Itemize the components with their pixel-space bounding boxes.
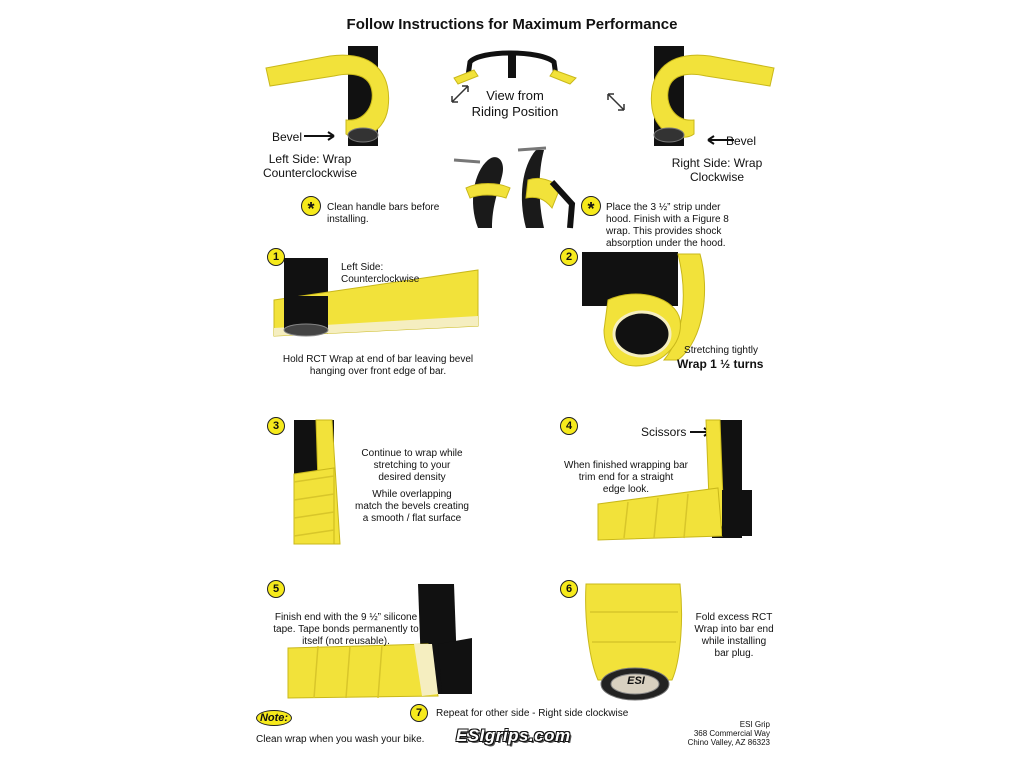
arrow-icon <box>707 135 734 145</box>
esigrips-logo: ESIgrips.com <box>456 726 571 745</box>
step-1-illustration <box>273 258 479 337</box>
step-7-badge: 7 <box>410 704 428 722</box>
step-6-badge: 6 <box>560 580 578 598</box>
double-arrow-icon <box>451 85 469 103</box>
strip-tip-text: Place the 3 ½” strip under hood. Finish … <box>606 202 729 249</box>
right-side-wrap-illustration <box>650 46 775 146</box>
step-2-bold-text: Wrap 1 ½ turns <box>677 357 764 371</box>
step-2-illustration <box>582 252 706 367</box>
step-4-text: When finished wrapping bar trim end for … <box>564 460 688 495</box>
handlebar-front-view-illustration <box>453 50 577 85</box>
view-from-label: View from Riding Position <box>471 88 559 119</box>
step-1-badge: 1 <box>267 248 285 266</box>
clean-tip-text: Clean handle bars before installing. <box>327 202 440 225</box>
star-icon: * <box>301 196 321 218</box>
star-icon: * <box>581 196 601 218</box>
step-6-text: Fold excess RCT Wrap into bar end while … <box>694 612 774 659</box>
step-3-text: Continue to wrap while stretching to you… <box>361 448 463 483</box>
step-4-badge: 4 <box>560 417 578 435</box>
step-5-badge: 5 <box>267 580 285 598</box>
step-3-badge: 3 <box>267 417 285 435</box>
step-1-label: Left Side: Counterclockwise <box>341 262 420 285</box>
double-arrow-icon <box>607 93 625 111</box>
step-5-illustration <box>287 584 472 699</box>
note-badge: Note: <box>256 710 292 726</box>
brake-hood-illustration <box>453 146 576 229</box>
left-side-label: Left Side: Wrap Counterclockwise <box>262 152 358 180</box>
company-address: ESI Grip 368 Commercial Way Chino Valley… <box>687 720 770 747</box>
step-2-badge: 2 <box>560 248 578 266</box>
step-2-text: Stretching tightly <box>684 345 758 356</box>
step-7-text: Repeat for other side - Right side clock… <box>436 708 629 719</box>
left-bevel-label: Bevel <box>272 130 303 144</box>
step-4-illustration <box>597 419 752 541</box>
arrow-icon <box>304 131 335 141</box>
bar-plug-logo: ESI <box>627 675 645 687</box>
step-3-text-2: While overlapping match the bevels creat… <box>355 489 469 524</box>
step-1-text: Hold RCT Wrap at end of bar leaving beve… <box>282 354 474 377</box>
step-6-illustration <box>585 583 683 701</box>
note-text: Clean wrap when you wash your bike. <box>256 734 425 745</box>
step-4-label: Scissors <box>641 425 687 439</box>
right-side-label: Right Side: Wrap Clockwise <box>671 156 763 184</box>
right-bevel-label: Bevel <box>726 134 757 148</box>
page-title: Follow Instructions for Maximum Performa… <box>346 16 678 33</box>
step-3-illustration <box>293 419 341 545</box>
left-side-wrap-illustration <box>265 46 390 146</box>
step-5-text: Finish end with the 9 ½” silicone tape. … <box>273 612 419 647</box>
